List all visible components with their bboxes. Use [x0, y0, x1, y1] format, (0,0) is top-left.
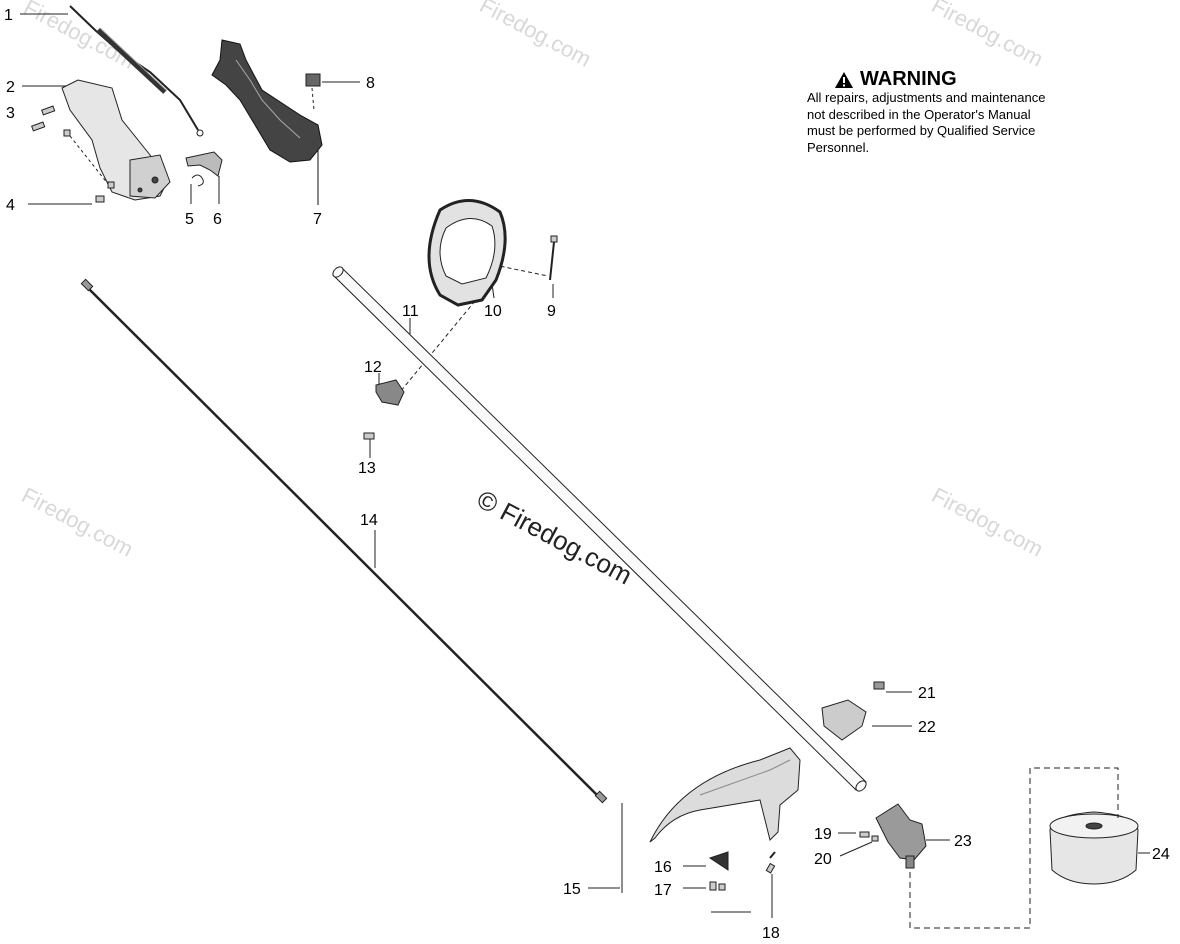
callout-20: 20	[814, 851, 832, 868]
watermark-top-mid: Firedog.com	[476, 0, 596, 72]
part-handle-housing	[61, 79, 171, 201]
callout-3: 3	[6, 105, 15, 122]
callout-17: 17	[654, 882, 672, 899]
callout-10: 10	[484, 303, 502, 320]
watermark-top-right: Firedog.com	[928, 0, 1048, 72]
callout-19: 19	[814, 826, 832, 843]
warning-text: All repairs, adjustments and maintenance…	[807, 90, 1046, 155]
part-screws-17	[709, 881, 726, 891]
callout-2: 2	[6, 79, 15, 96]
warning-triangle-icon	[835, 71, 853, 88]
part-trimmer-head	[909, 767, 1139, 929]
callout-11: 11	[402, 303, 419, 320]
warning-title-text: WARNING	[860, 68, 957, 90]
callout-14: 14	[360, 512, 378, 529]
callout-18: 18	[762, 925, 780, 942]
callout-9: 9	[547, 303, 556, 320]
part-drive-tube	[332, 266, 867, 792]
callout-21: 21	[918, 685, 936, 702]
part-drive-shaft	[80, 278, 608, 804]
part-screws-3	[31, 105, 71, 137]
part-gearhead	[875, 803, 927, 869]
callout-7: 7	[313, 211, 322, 228]
leader-lines	[20, 13, 1150, 918]
watermark-mid-left: Firedog.com	[18, 482, 138, 561]
part-line-cutter	[708, 851, 729, 871]
part-bracket	[821, 681, 885, 741]
callout-5: 5	[185, 211, 194, 228]
callout-15: 15	[563, 881, 581, 898]
part-screw-18	[711, 851, 776, 913]
part-handle-half	[211, 39, 323, 205]
callout-numbers: 1 2 3 4 5 6 7 8 9 10 11 12 13 14 15 16 1…	[4, 7, 1170, 942]
part-grass-shield	[621, 747, 801, 893]
callout-13: 13	[358, 460, 376, 477]
callout-12: 12	[364, 359, 382, 376]
watermark-mid-right: Firedog.com	[928, 482, 1048, 561]
part-screw-13	[363, 432, 375, 448]
callout-16: 16	[654, 859, 672, 876]
warning-title: WARNING	[834, 68, 957, 91]
callout-8: 8	[366, 75, 375, 92]
callout-23: 23	[954, 833, 972, 850]
part-screws-19-20	[859, 831, 879, 842]
part-trigger	[185, 151, 223, 187]
callout-1: 1	[4, 7, 13, 24]
part-bolt	[479, 235, 558, 281]
callout-22: 22	[918, 719, 936, 736]
callout-6: 6	[213, 211, 222, 228]
callout-24: 24	[1152, 846, 1170, 863]
part-clamp	[375, 379, 405, 406]
callout-4: 4	[6, 197, 15, 214]
watermark-top-left: Firedog.com	[20, 0, 140, 74]
part-throttle-cable	[69, 5, 204, 137]
watermarks: Firedog.com Firedog.com Firedog.com Fire…	[18, 0, 1048, 591]
part-switch	[305, 73, 321, 111]
part-screw-4	[69, 135, 115, 203]
part-loop-handle	[399, 199, 507, 393]
